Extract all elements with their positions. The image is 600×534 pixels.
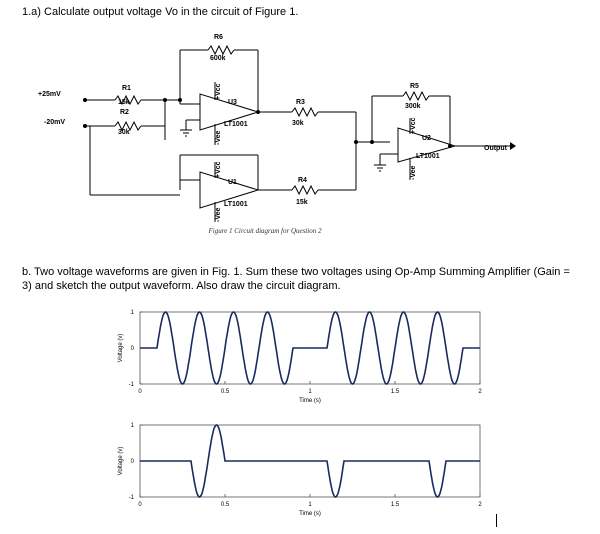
y-tick-label: 0 — [131, 346, 135, 352]
figure-caption: Figure 1 Circuit diagram for Question 2 — [208, 227, 322, 235]
resistor-r4 — [291, 184, 319, 196]
u2-vee-label: -Vee — [410, 165, 417, 180]
y-tick-label: 1 — [131, 310, 135, 316]
text-cursor — [496, 514, 497, 527]
u1-vee-label: -Vee — [215, 207, 222, 222]
y-tick-label: -1 — [129, 495, 135, 501]
opamp-u2 — [397, 127, 457, 163]
x-tick-label: 2 — [478, 389, 482, 395]
y-tick-label: 0 — [131, 459, 135, 465]
plot-frame — [139, 424, 481, 498]
y-tick-label: -1 — [129, 382, 135, 388]
x-axis-label: Time (s) — [299, 398, 321, 404]
u3-name: U3 — [228, 99, 237, 106]
u3-part: LT1001 — [224, 121, 248, 128]
r1-value: 15k — [118, 99, 130, 106]
resistor-r3 — [291, 106, 319, 118]
x-tick-label: 1.5 — [391, 502, 400, 508]
r6-name: R6 — [214, 34, 223, 41]
waveform-series — [140, 424, 480, 498]
resistor-r6 — [207, 44, 235, 56]
question-a-text: 1.a) Calculate output voltage Vo in the … — [22, 6, 299, 18]
x-tick-label: 0.5 — [221, 389, 230, 395]
u2-name: U2 — [422, 135, 431, 142]
r4-value: 15k — [296, 199, 308, 206]
u3-vee-label: -Vee — [215, 130, 222, 145]
question-b-text: b. Two voltage waveforms are given in Fi… — [22, 266, 570, 292]
y-axis-label: Voltage (v) — [118, 447, 124, 476]
y-axis-label: Voltage (v) — [118, 334, 124, 363]
opamp-u3 — [199, 93, 260, 131]
resistor-r5 — [402, 90, 430, 102]
x-tick-label: 0.5 — [221, 502, 230, 508]
y-tick-label: 1 — [131, 423, 135, 429]
r5-value: 300k — [405, 103, 421, 110]
u2-part: LT1001 — [416, 153, 440, 160]
waveform-series — [140, 311, 480, 385]
u2-vcc-label: +Vcc — [410, 117, 417, 134]
x-tick-label: 0 — [138, 389, 142, 395]
r3-name: R3 — [296, 99, 305, 106]
u1-name: U1 — [228, 179, 237, 186]
x-tick-label: 1.5 — [391, 389, 400, 395]
source-v1-label: +25mV — [38, 91, 61, 98]
r5-name: R5 — [410, 83, 419, 90]
x-tick-label: 0 — [138, 502, 142, 508]
x-axis-label: Time (s) — [299, 511, 321, 517]
resistor-r1 — [114, 94, 142, 106]
x-tick-label: 1 — [308, 502, 312, 508]
r2-value: 30k — [118, 129, 130, 136]
r3-value: 30k — [292, 120, 304, 127]
r1-name: R1 — [122, 85, 131, 92]
resistor-r2 — [114, 120, 142, 132]
opamp-u1 — [199, 171, 260, 209]
plot-frame — [139, 311, 481, 385]
u1-part: LT1001 — [224, 201, 248, 208]
r4-name: R4 — [298, 177, 307, 184]
u3-vcc-label: +Vcc — [215, 83, 222, 100]
source-v2-label: -20mV — [44, 119, 65, 126]
u1-vcc-label: +Vcc — [215, 161, 222, 178]
circuit-diagram: +25mV -20mV R1 15k R2 30k R6 600k U3 LT1… — [38, 34, 516, 222]
r6-value: 600k — [210, 55, 226, 62]
x-tick-label: 2 — [478, 502, 482, 508]
x-tick-label: 1 — [308, 389, 312, 395]
r2-name: R2 — [120, 109, 129, 116]
output-label: Output — [484, 145, 508, 152]
